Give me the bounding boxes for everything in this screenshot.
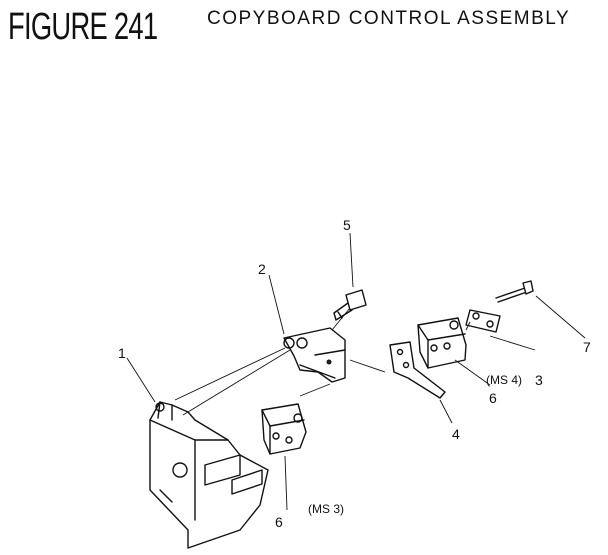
part-4-actuator-lever bbox=[389, 341, 446, 399]
figure-header: FIGURE 241 bbox=[8, 6, 216, 49]
callout-ms4: (MS 4) bbox=[486, 373, 522, 387]
callout-2: 2 bbox=[258, 261, 266, 277]
callout-4: 4 bbox=[452, 426, 460, 442]
callout-6-ms3: 6 bbox=[275, 514, 283, 530]
callout-5: 5 bbox=[343, 217, 351, 233]
part-7-screw bbox=[495, 280, 534, 303]
callout-7: 7 bbox=[583, 339, 591, 355]
figure-title: COPYBOARD CONTROL ASSEMBLY bbox=[207, 8, 571, 29]
assembly-lines bbox=[126, 232, 586, 511]
part-6-micro-switch-ms4 bbox=[417, 317, 467, 369]
callout-ms3: (MS 3) bbox=[308, 502, 344, 516]
callout-6-ms4: 6 bbox=[489, 390, 497, 406]
figure-number: FIGURE 241 bbox=[8, 6, 158, 48]
part-2-switch-bracket bbox=[283, 327, 346, 383]
callout-3: 3 bbox=[535, 372, 543, 388]
part-5-screw bbox=[333, 289, 367, 321]
part-1-bracket bbox=[149, 401, 269, 549]
part-6-micro-switch-ms3 bbox=[261, 403, 307, 455]
callout-1: 1 bbox=[118, 345, 126, 361]
part-3-plate bbox=[465, 309, 501, 333]
